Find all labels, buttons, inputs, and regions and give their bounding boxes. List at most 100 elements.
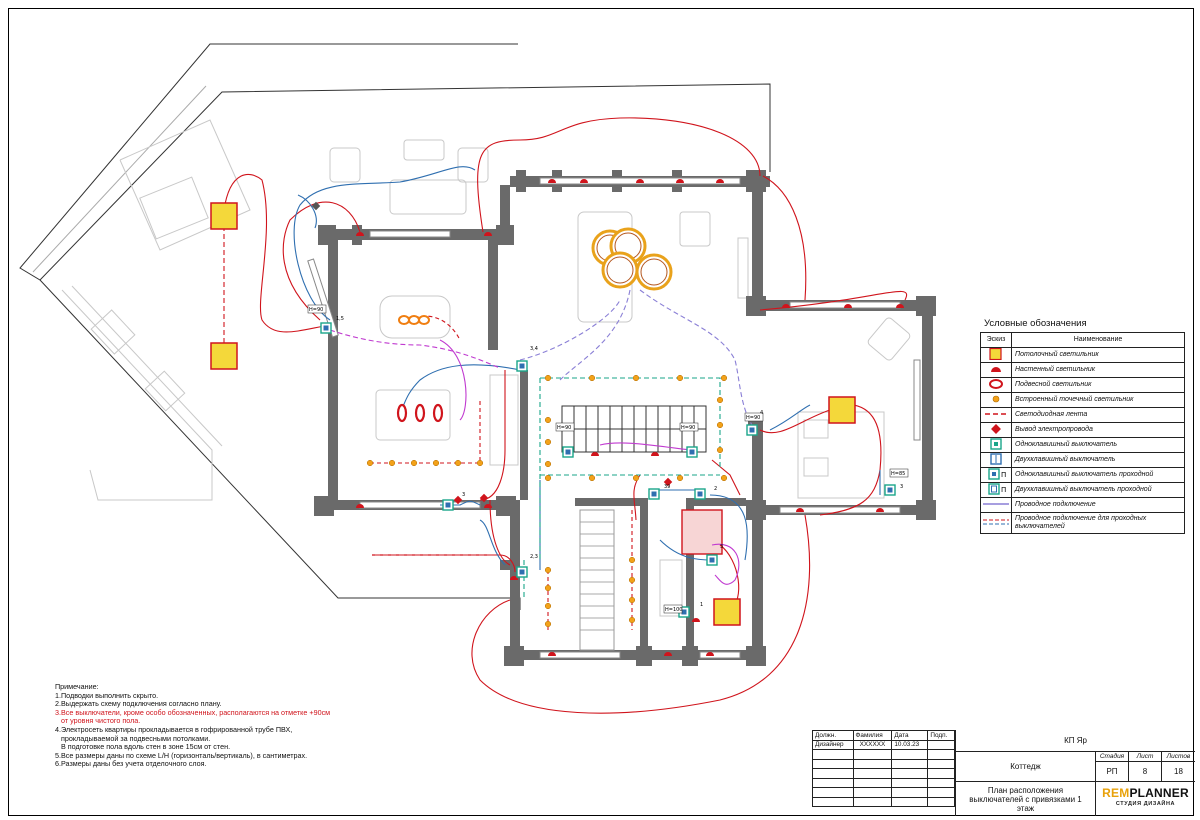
spot-light <box>454 459 462 467</box>
switch-key <box>709 557 715 563</box>
height-mark-box <box>307 304 327 314</box>
ceiling-light <box>210 342 238 370</box>
wire-red <box>223 173 331 333</box>
spot-light <box>388 459 396 467</box>
wire-blue <box>479 519 506 566</box>
height-mark-box <box>555 422 575 432</box>
height-mark-box <box>889 468 909 478</box>
switch-key <box>697 491 703 497</box>
spot-light <box>716 421 724 429</box>
wire-outlet <box>479 493 489 503</box>
legend-label: Вывод электропровода <box>1011 421 1185 438</box>
wire-red <box>711 459 741 496</box>
switch-tag: 2 <box>714 486 717 492</box>
spot-light <box>720 374 728 382</box>
switch-key <box>749 427 755 433</box>
tb-role: Дизайнер <box>812 739 854 750</box>
switch-key <box>519 569 525 575</box>
wall-light <box>876 508 884 512</box>
pendant-light <box>396 403 408 423</box>
legend-label: Одноклавишный выключатель <box>1011 436 1185 453</box>
tb-object: Коттедж <box>956 752 1096 782</box>
switch-key <box>689 449 695 455</box>
wall-light <box>591 452 599 456</box>
legend-label: Светодиодная лента <box>1011 406 1185 423</box>
legend-label: Двухклавишный выключатель проходной <box>1011 481 1185 498</box>
height-mark: H=90 <box>681 425 695 431</box>
legend-col-symbol: Эскиз <box>980 332 1012 348</box>
wire-teal <box>540 377 721 470</box>
wire-blue <box>399 364 521 413</box>
tb-head-sheet: Лист <box>1129 752 1162 762</box>
bathroom-block <box>681 509 723 555</box>
wire-outlet <box>311 201 321 211</box>
chandelier-ring <box>606 256 634 284</box>
spot-light <box>716 446 724 454</box>
chandelier-ring <box>635 253 673 291</box>
wall-light <box>651 452 659 456</box>
switch-key <box>681 609 687 615</box>
spot-light <box>544 374 552 382</box>
legend-row: Одноклавишный выключатель <box>980 436 1185 453</box>
pendant-light <box>414 403 426 423</box>
wall-light <box>580 179 588 183</box>
tb-head-sign: Подп. <box>927 730 955 741</box>
wire-red <box>479 370 506 501</box>
ceiling-light <box>828 396 856 424</box>
tb-name: XXXXXX <box>852 739 893 750</box>
wire-blue <box>440 500 481 506</box>
double-switch-icon <box>990 452 1002 465</box>
wall-light <box>548 652 556 656</box>
switch-tag: 3,4 <box>530 346 538 352</box>
note-line: 4.Электросеть квартиры прокладывается в … <box>55 724 293 734</box>
wire-red <box>759 290 907 311</box>
wire-red <box>282 201 361 321</box>
note-line: прокладываемой за подвесными потолками. <box>61 733 211 743</box>
spot-light <box>632 374 640 382</box>
legend-symbol <box>980 436 1012 453</box>
spot-light <box>676 474 684 482</box>
wall-light <box>896 304 904 308</box>
switch-key <box>519 363 525 369</box>
legend-symbol <box>980 406 1012 423</box>
wall-light <box>484 504 492 508</box>
spot-light <box>716 396 724 404</box>
legend-row: Светодиодная лента <box>980 406 1185 423</box>
sheet-frame <box>8 8 1194 816</box>
legend-label: Проводное подключение для проходных выкл… <box>1011 511 1185 534</box>
legend: Условные обозначения Эскиз Наименование … <box>980 318 1185 534</box>
legend-row: Встроенный точечный светильник <box>980 391 1185 408</box>
spot-light <box>632 474 640 482</box>
legend-row: Подвесной светильник <box>980 376 1185 393</box>
wire-red <box>477 117 761 233</box>
switch-key <box>565 449 571 455</box>
note-line: от уровня чистого пола. <box>61 716 141 726</box>
tb-sheets: 18 <box>1162 762 1195 782</box>
legend-symbol <box>980 496 1012 513</box>
tb-head-role: Должн. <box>812 730 854 741</box>
kitchen-counters <box>61 119 251 501</box>
spot-light <box>366 459 374 467</box>
chandelier-ring <box>601 251 639 289</box>
ceiling-light <box>713 598 741 626</box>
legend-symbol <box>980 451 1012 468</box>
legend-row: Проводное подключение для проходных выкл… <box>980 511 1185 534</box>
wire-red-dashed <box>370 400 481 464</box>
wire-red <box>489 499 511 566</box>
wire-red <box>372 554 516 573</box>
note-line: 2.Выдержать схему подключения согласно п… <box>55 699 222 709</box>
spot-light <box>544 602 552 610</box>
wall-light <box>636 179 644 183</box>
wire-lavender <box>519 299 621 361</box>
wall-light <box>548 179 556 183</box>
legend-symbol <box>980 391 1012 408</box>
logo-planner: PLANNER <box>1129 786 1189 800</box>
tb-head-date: Дата <box>891 730 929 741</box>
spot-light <box>588 374 596 382</box>
switch-key <box>887 487 893 493</box>
legend-row: Вывод электропровода <box>980 421 1185 438</box>
legend-row: Проводное подключение <box>980 496 1185 513</box>
wire-outlet <box>663 477 673 487</box>
wire-blue <box>769 404 811 431</box>
